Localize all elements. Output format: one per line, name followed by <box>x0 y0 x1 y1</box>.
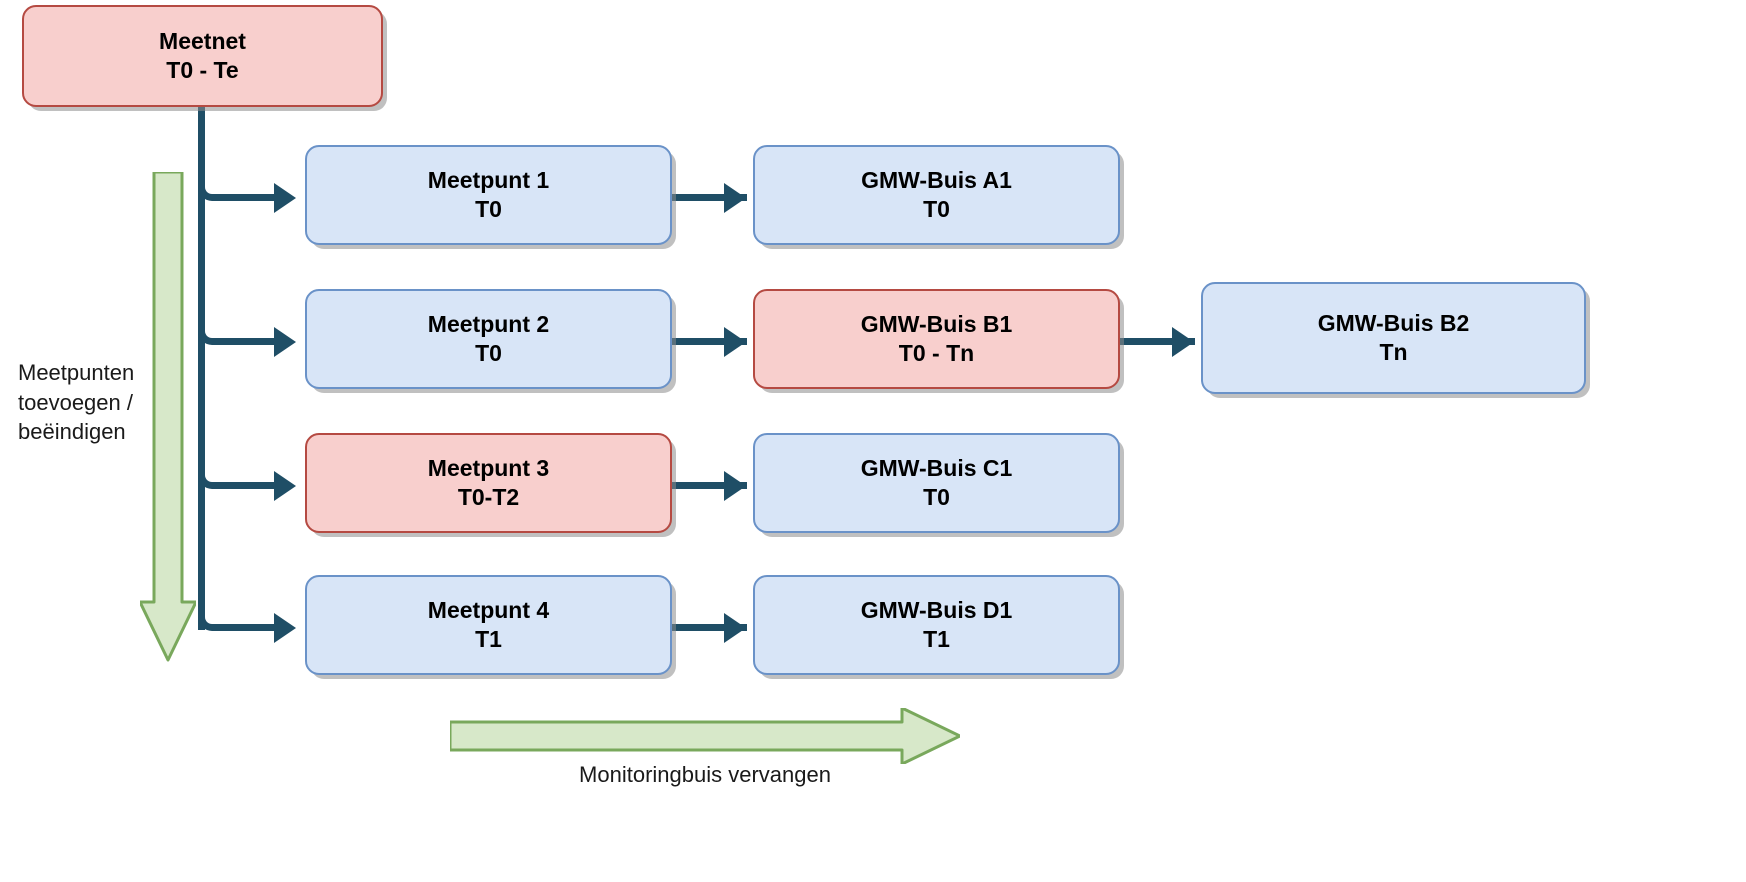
node-meetnet-line1: Meetnet <box>159 27 246 54</box>
branch-corner-row2 <box>198 312 228 345</box>
branch-corner-row4 <box>198 598 228 631</box>
branch-arrowhead-row2 <box>274 327 296 357</box>
node-meetpunt-1[interactable]: Meetpunt 1 T0 <box>305 145 672 245</box>
node-meetpunt-2-line2: T0 <box>475 340 502 366</box>
branch-arrowhead-row3 <box>274 471 296 501</box>
row1-connector-arrowhead <box>724 183 746 213</box>
node-gmw-buis-a1[interactable]: GMW-Buis A1 T0 <box>753 145 1120 245</box>
left-annotation-label-line3: beëindigen <box>18 419 126 445</box>
row1-connector-line <box>672 194 747 201</box>
meetnet-trunk-line <box>198 105 205 630</box>
row4-connector-arrowhead <box>724 613 746 643</box>
row3-connector-line <box>672 482 747 489</box>
node-gmw-buis-b2[interactable]: GMW-Buis B2 Tn <box>1201 282 1586 394</box>
branch-corner-row3 <box>198 456 228 489</box>
branch-line-row1 <box>221 194 276 201</box>
node-gmw-buis-b1[interactable]: GMW-Buis B1 T0 - Tn <box>753 289 1120 389</box>
row4-connector-line <box>672 624 747 631</box>
node-meetpunt-4-line1: Meetpunt 4 <box>427 596 550 623</box>
node-gmw-buis-c1[interactable]: GMW-Buis C1 T0 <box>753 433 1120 533</box>
node-gmw-buis-d1-line1: GMW-Buis D1 <box>860 596 1013 623</box>
monitoringbuis-vervangen-green-arrow <box>450 708 960 764</box>
branch-line-row2 <box>221 338 276 345</box>
node-meetpunt-3-line1: Meetpunt 3 <box>427 454 550 481</box>
branch-corner-row1 <box>198 168 228 201</box>
node-gmw-buis-a1-line2: T0 <box>923 196 950 222</box>
branch-line-row3 <box>221 482 276 489</box>
node-meetpunt-3-line2: T0-T2 <box>457 484 520 510</box>
branch-line-row4 <box>221 624 276 631</box>
row2-buis-connector-arrowhead <box>1172 327 1194 357</box>
node-gmw-buis-d1[interactable]: GMW-Buis D1 T1 <box>753 575 1120 675</box>
node-meetpunt-1-line1: Meetpunt 1 <box>427 166 550 193</box>
node-gmw-buis-b2-line2: Tn <box>1379 339 1408 365</box>
node-gmw-buis-b2-line1: GMW-Buis B2 <box>1317 309 1470 336</box>
node-meetpunt-4[interactable]: Meetpunt 4 T1 <box>305 575 672 675</box>
node-gmw-buis-b1-line2: T0 - Tn <box>898 340 975 366</box>
branch-arrowhead-row4 <box>274 613 296 643</box>
node-gmw-buis-c1-line1: GMW-Buis C1 <box>860 454 1013 481</box>
meetpunten-toevoegen-green-arrow <box>140 172 196 662</box>
bottom-annotation-label: Monitoringbuis vervangen <box>579 762 831 787</box>
node-meetpunt-2-line1: Meetpunt 2 <box>427 310 550 337</box>
node-gmw-buis-c1-line2: T0 <box>923 484 950 510</box>
row3-connector-arrowhead <box>724 471 746 501</box>
row2-connector-line <box>672 338 747 345</box>
left-annotation-label: Meetpunten toevoegen / beëindigen <box>18 358 143 447</box>
left-annotation-label-line1: Meetpunten <box>18 360 135 385</box>
node-gmw-buis-d1-line2: T1 <box>923 626 950 652</box>
row2-connector-arrowhead <box>724 327 746 357</box>
node-meetnet-line2: T0 - Te <box>166 57 239 83</box>
left-annotation-label-line2: toevoegen / <box>18 389 133 415</box>
node-meetpunt-2[interactable]: Meetpunt 2 T0 <box>305 289 672 389</box>
row2-buis-connector-line <box>1120 338 1195 345</box>
node-meetpunt-1-line2: T0 <box>475 196 502 222</box>
branch-arrowhead-row1 <box>274 183 296 213</box>
node-meetpunt-3[interactable]: Meetpunt 3 T0-T2 <box>305 433 672 533</box>
node-gmw-buis-a1-line1: GMW-Buis A1 <box>861 166 1012 193</box>
node-meetnet[interactable]: Meetnet T0 - Te <box>22 5 383 107</box>
node-meetpunt-4-line2: T1 <box>475 626 502 652</box>
node-gmw-buis-b1-line1: GMW-Buis B1 <box>860 310 1013 337</box>
